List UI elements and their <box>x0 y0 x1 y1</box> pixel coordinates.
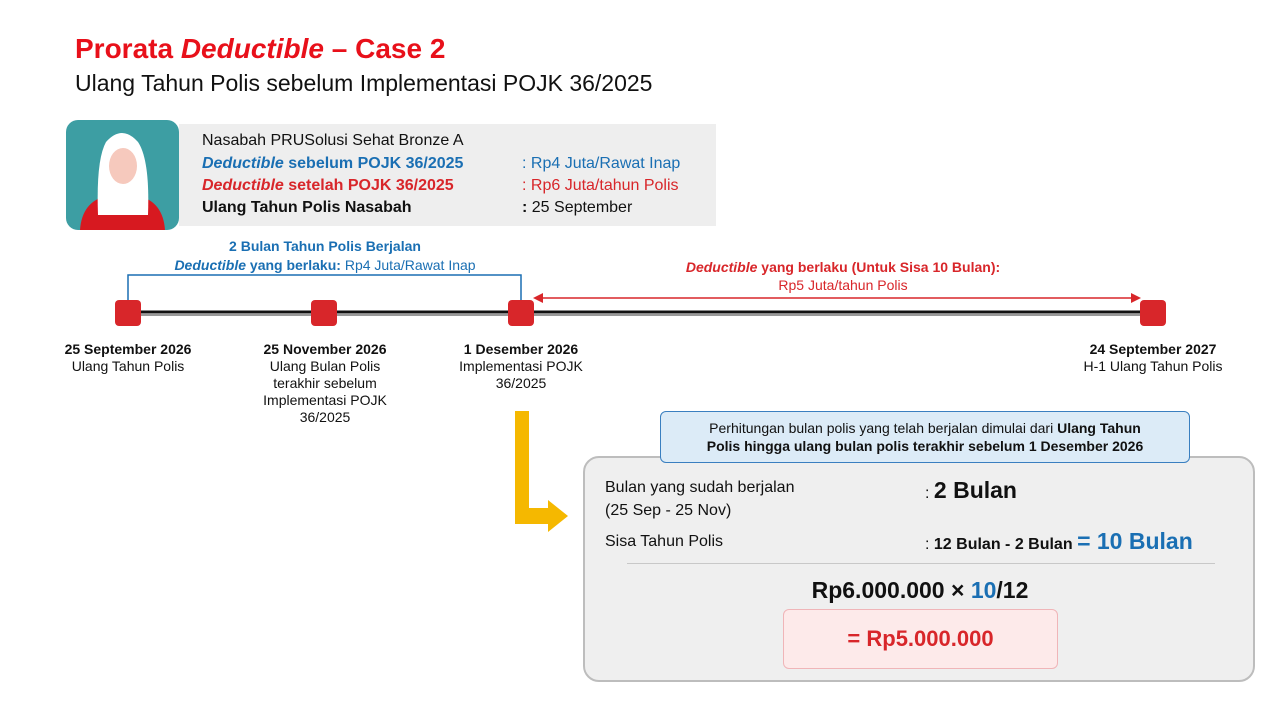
formula-c: /12 <box>996 577 1029 603</box>
arrow-italic: Deductible <box>685 259 758 275</box>
customer-avatar-icon <box>66 120 179 230</box>
title-prefix: Prorata <box>75 33 181 64</box>
timeline-marker-3 <box>508 300 534 326</box>
page-title: Prorata Deductible – Case 2 <box>75 33 445 65</box>
anniversary-label: Ulang Tahun Polis Nasabah <box>202 199 412 216</box>
point-4-date: 24 September 2027 <box>1089 341 1217 357</box>
bracket-title-text: 2 Bulan Tahun Polis Berjalan <box>229 238 421 254</box>
timeline-marker-1 <box>115 300 141 326</box>
arrow-value-text: Rp5 Juta/tahun Polis <box>778 277 908 293</box>
deductible-after-rest: setelah POJK 36/2025 <box>283 177 454 194</box>
deductible-before-value: : Rp4 Juta/Rawat Inap <box>522 155 680 173</box>
down-right-arrow <box>515 411 568 532</box>
note-bold-2: Polis hingga ulang bulan polis terakhir … <box>706 438 1144 454</box>
deductible-before-rest: sebelum POJK 36/2025 <box>283 155 464 172</box>
elapsed-colon: : <box>925 485 930 502</box>
remaining-label: Sisa Tahun Polis <box>605 533 723 550</box>
formula-text: Rp6.000.000 × 10/12 <box>812 577 1029 604</box>
deductible-before-italic: Deductible <box>202 155 284 172</box>
bracket-value: Rp4 Juta/Rawat Inap <box>344 257 476 273</box>
arrow-head-right <box>1131 293 1141 303</box>
formula-b: 10 <box>970 577 997 603</box>
note-text: Perhitungan bulan polis yang telah berja… <box>709 420 1058 436</box>
page-subtitle: Ulang Tahun Polis sebelum Implementasi P… <box>75 70 653 96</box>
elapsed-months-range: (25 Sep - 25 Nov) <box>605 502 732 519</box>
customer-info-box <box>179 124 716 226</box>
point-2-desc-2: terakhir sebelum <box>273 375 377 391</box>
elapsed-months-label: Bulan yang sudah berjalan <box>605 479 795 496</box>
point-2-desc-4: 36/2025 <box>299 409 351 425</box>
formula-a: Rp6.000.000 × <box>811 577 971 603</box>
remaining-result: = 10 Bulan <box>1077 528 1193 554</box>
remaining-value: : 12 Bulan - 2 Bulan = 10 Bulan <box>925 528 1193 555</box>
deductible-before-value-text: : Rp4 Juta/Rawat Inap <box>522 155 681 172</box>
title-suffix: – Case 2 <box>323 33 446 64</box>
customer-name: Nasabah PRUSolusi Sehat Bronze A <box>202 132 464 149</box>
note-bold-1: Ulang Tahun <box>1057 420 1141 436</box>
calc-divider <box>627 563 1215 564</box>
deductible-after-label: Deductible setelah POJK 36/2025 <box>202 177 454 195</box>
bracket-line <box>127 274 522 301</box>
anniversary-value: : 25 September <box>522 199 632 217</box>
point-2-desc-3: Implementasi POJK <box>263 392 387 408</box>
point-2-desc-1: Ulang Bulan Polis <box>269 358 381 374</box>
remaining-expr: 12 Bulan - 2 Bulan <box>933 536 1073 553</box>
timeline-marker-4 <box>1140 300 1166 326</box>
arrow-head-left <box>533 293 543 303</box>
arrow-bold: yang berlaku (Untuk Sisa 10 Bulan): <box>757 259 1001 275</box>
anniversary-value-text: 25 September <box>527 199 633 216</box>
bracket-subtitle-text: Deductible yang berlaku: Rp4 Juta/Rawat … <box>174 257 475 274</box>
arrow-title-text: Deductible yang berlaku (Untuk Sisa 10 B… <box>686 259 1000 276</box>
deductible-after-value-text: : Rp6 Juta/tahun Polis <box>522 177 679 194</box>
deductible-after-value: : Rp6 Juta/tahun Polis <box>522 177 679 195</box>
timeline-marker-2 <box>311 300 337 326</box>
point-1-date: 25 September 2026 <box>64 341 192 357</box>
point-3-desc-2: 36/2025 <box>495 375 547 391</box>
point-4-desc-1: H-1 Ulang Tahun Polis <box>1083 358 1223 374</box>
bracket-bold: yang berlaku: <box>246 257 345 273</box>
anniversary-colon: : <box>522 199 528 216</box>
remaining-colon: : <box>925 536 930 553</box>
deductible-after-italic: Deductible <box>202 177 284 194</box>
point-1-desc-1: Ulang Tahun Polis <box>71 358 185 374</box>
deductible-before-label: Deductible sebelum POJK 36/2025 <box>202 155 463 173</box>
elapsed-value-text: 2 Bulan <box>933 477 1017 503</box>
point-2-date: 25 November 2026 <box>263 341 387 357</box>
bracket-italic: Deductible <box>174 257 247 273</box>
point-3-desc-1: Implementasi POJK <box>459 358 583 374</box>
calculation-note: Perhitungan bulan polis yang telah berja… <box>660 411 1190 463</box>
elapsed-months-value: : 2 Bulan <box>925 477 1017 504</box>
point-3-date: 1 Desember 2026 <box>463 341 579 357</box>
result-box: = Rp5.000.000 <box>783 609 1058 669</box>
title-italic: Deductible <box>180 33 324 64</box>
